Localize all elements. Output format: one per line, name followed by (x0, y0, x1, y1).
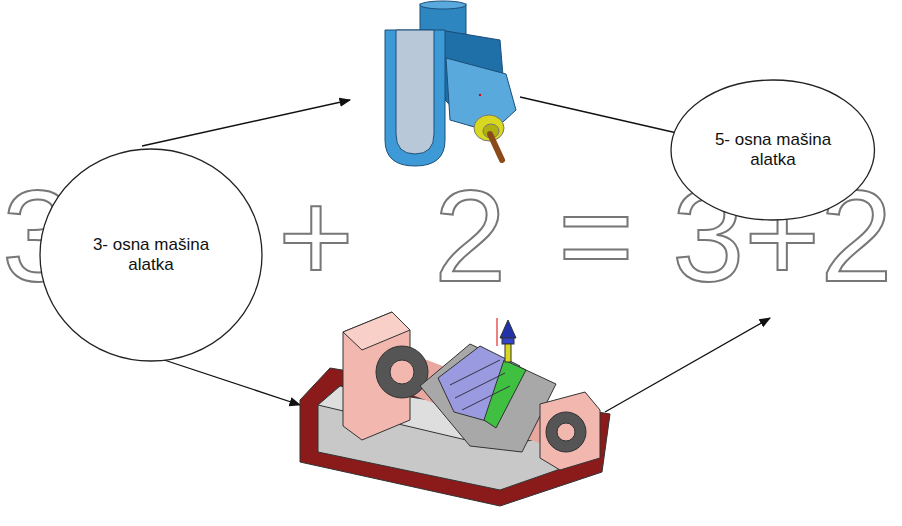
trunnion-table (300, 312, 610, 506)
big-glyph: + (278, 171, 354, 301)
big-glyph: 2 (434, 171, 506, 301)
machine-ellipse: 5- osna mašina alatka (669, 78, 877, 222)
ellipse-label: 5- osna mašina alatka (711, 130, 836, 171)
ellipse-label: 3- osna mašina alatka (89, 235, 214, 276)
machine-ellipse: 3- osna mašina alatka (38, 147, 264, 363)
spindle-head (385, 1, 516, 166)
big-glyph: = (558, 171, 634, 301)
